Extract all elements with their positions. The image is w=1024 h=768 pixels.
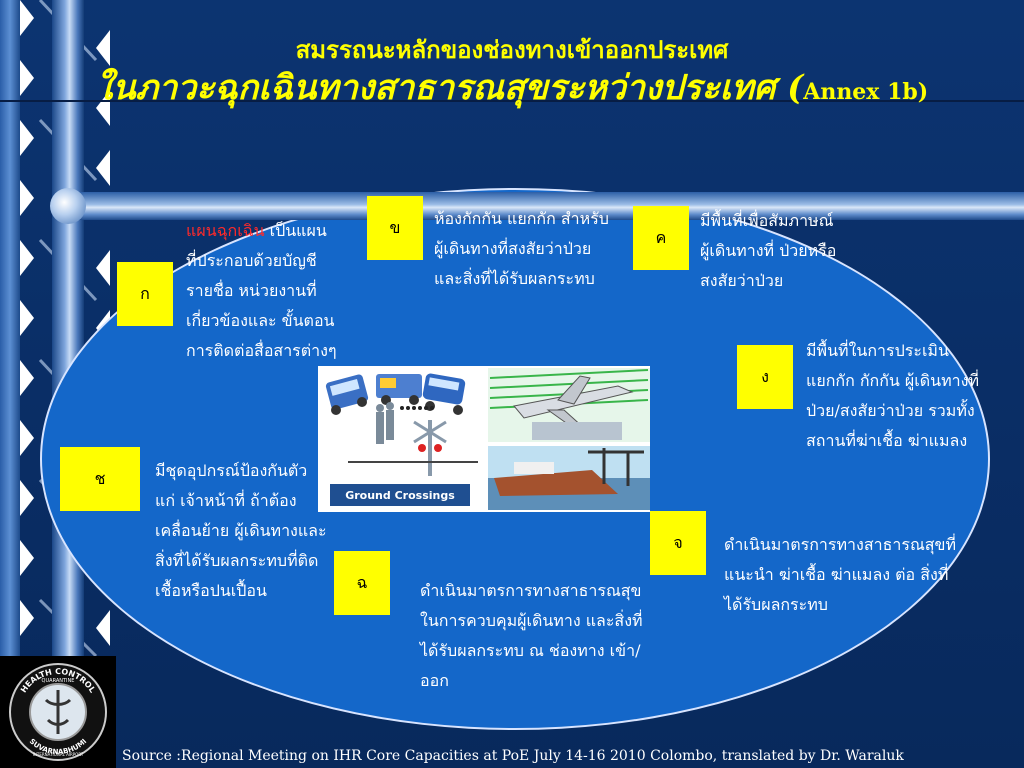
item-kh-text: ห้องกักกัน แยกกัก สำหรับ ผู้เดินทางที่สง… <box>434 204 634 294</box>
source-citation: Source :Regional Meeting on IHR Core Cap… <box>122 748 904 764</box>
transport-clipart <box>318 366 650 512</box>
item-cho-line-4: ออก <box>420 671 449 690</box>
tag-kho: ค <box>633 206 689 270</box>
health-control-logo: HEALTH CONTROL SUVARNABHUMI QUARANTINE I… <box>0 656 116 768</box>
item-kho-line-2: ผู้เดินทางที่ ป่วยหรือ <box>700 241 837 260</box>
item-kho-text: มีพื้นที่เพื่อสัมภาษณ์ ผู้เดินทางที่ ป่ว… <box>700 206 870 296</box>
tag-cho: ฉ <box>334 551 390 615</box>
item-ch-line-3: ได้รับผลกระทบ <box>724 595 828 614</box>
item-k-line-5: การติดต่อสื่อสารต่างๆ <box>186 341 337 360</box>
vehicles-icon <box>318 366 650 512</box>
item-ch-text: ดำเนินมาตรการทางสาธารณสุขที่ แนะนำ ฆ่าเช… <box>724 530 984 620</box>
tag-chh: ช <box>60 447 140 511</box>
ground-crossings-label: Ground Crossings <box>330 484 470 506</box>
item-ng-line-2: แยกกัก กักกัน ผู้เดินทางที่ <box>806 371 979 390</box>
item-k-line-3: รายชื่อ หน่วยงานที่ <box>186 281 317 300</box>
bar-knob <box>50 188 86 224</box>
item-kh-line-3: และสิ่งที่ได้รับผลกระทบ <box>434 269 595 288</box>
item-chh-line-5: เชื้อหรือปนเปื้อน <box>155 581 267 600</box>
item-k-text: แผนฉุกเฉิน เป็นแผน ที่ประกอบด้วยบัญชี รา… <box>186 216 356 366</box>
title-divider <box>0 100 1024 102</box>
tag-ng: ง <box>737 345 793 409</box>
item-ch-line-2: แนะนำ ฆ่าเชื้อ ฆ่าแมลง ต่อ สิ่งที่ <box>724 565 949 584</box>
item-cho-line-3: ได้รับผลกระทบ ณ ช่องทาง เข้า/ <box>420 641 641 660</box>
slide-title-line-1: สมรรถนะหลักของช่องทางเข้าออกประเทศ <box>295 35 729 64</box>
left-stripe <box>0 0 20 656</box>
tag-k: ก <box>117 262 173 326</box>
item-ng-text: มีพื้นที่ในการประเมิน แยกกัก กักกัน ผู้เ… <box>806 336 996 456</box>
slide-title-line-2: ในภาวะฉุกเฉินทางสาธารณสุขระหว่างประเทศ (… <box>0 60 1024 114</box>
item-cho-text: ดำเนินมาตรการทางสาธารณสุข ในการควบคุมผู้… <box>420 576 680 696</box>
item-kho-line-1: มีพื้นที่เพื่อสัมภาษณ์ <box>700 211 834 230</box>
item-k-highlight: แผนฉุกเฉิน <box>186 221 265 240</box>
slide-title-annex: Annex 1b) <box>803 79 929 105</box>
horizontal-bar <box>60 192 1024 220</box>
tag-ch: จ <box>650 511 706 575</box>
tag-kh: ข <box>367 196 423 260</box>
item-kh-line-1: ห้องกักกัน แยกกัก สำหรับ <box>434 209 609 228</box>
quarantine-seal-icon: HEALTH CONTROL SUVARNABHUMI QUARANTINE I… <box>9 663 107 761</box>
item-cho-line-2: ในการควบคุมผู้เดินทาง และสิ่งที่ <box>420 611 643 630</box>
item-ng-line-4: สถานที่ฆ่าเชื้อ ฆ่าแมลง <box>806 431 968 450</box>
item-kho-line-3: สงสัยว่าป่วย <box>700 271 784 290</box>
item-ch-line-1: ดำเนินมาตรการทางสาธารณสุขที่ <box>724 535 957 554</box>
logo-bottom-sub: INTERNATIONAL AIRPORT <box>33 752 84 757</box>
item-chh-line-3: เคลื่อนย้าย ผู้เดินทางและ <box>155 521 327 540</box>
item-chh-line-4: สิ่งที่ได้รับผลกระทบที่ติด <box>155 551 319 570</box>
item-k-line-1: แผนฉุกเฉิน เป็นแผน <box>186 221 327 240</box>
item-ng-line-1: มีพื้นที่ในการประเมิน <box>806 341 949 360</box>
item-chh-line-2: แก่ เจ้าหน้าที่ ถ้าต้อง <box>155 491 297 510</box>
item-cho-line-1: ดำเนินมาตรการทางสาธารณสุข <box>420 581 642 600</box>
item-kh-line-2: ผู้เดินทางที่สงสัยว่าป่วย <box>434 239 592 258</box>
item-k-line-2: ที่ประกอบด้วยบัญชี <box>186 251 317 270</box>
logo-sub-text: QUARANTINE <box>42 678 75 684</box>
slide-title-thai: ในภาวะฉุกเฉินทางสาธารณสุขระหว่างประเทศ ( <box>95 68 804 108</box>
item-k-line-4: เกี่ยวข้องและ ขั้นตอน <box>186 311 335 330</box>
item-chh-line-1: มีชุดอุปกรณ์ป้องกันตัว <box>155 461 308 480</box>
item-ng-line-3: ป่วย/สงสัยว่าป่วย รวมทั้ง <box>806 401 975 420</box>
item-chh-text: มีชุดอุปกรณ์ป้องกันตัว แก่ เจ้าหน้าที่ ถ… <box>155 456 345 606</box>
